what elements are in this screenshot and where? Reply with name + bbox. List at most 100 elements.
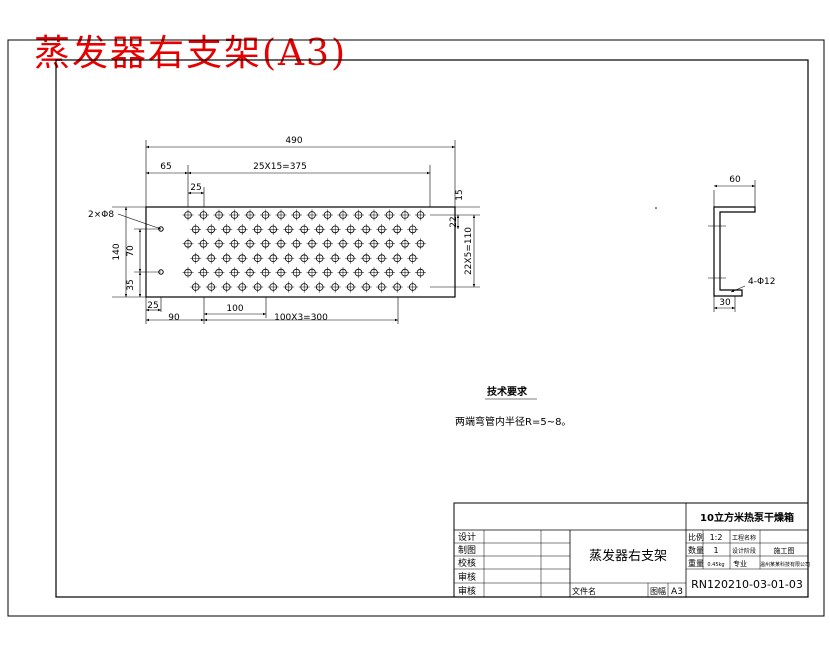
perforation-hole [345,252,357,264]
dim-row-pitch-total: 22X5=110 [464,227,474,275]
dim-bottom-margin: 25 [147,301,158,311]
perforation-hole [229,209,240,221]
inner-frame [55,59,809,598]
perforation-hole [205,223,217,235]
perforation-hole [353,267,364,279]
perforation-hole [244,238,256,250]
perforation-hole [368,267,380,279]
perforation-hole [190,223,202,235]
perforation-hole [236,223,248,235]
project-name: 10立方米热泵干燥箱 [700,511,794,524]
drawing-number: RN120210-03-01-03 [691,578,803,591]
perforation-hole [182,238,194,250]
side-view: 60 4-Φ12 30 [708,175,776,312]
dim-inner-height: 70 [126,245,136,257]
perforation-hole [384,209,395,221]
perforation-hole [267,252,279,264]
callout-2-holes: 2×Φ8 [88,210,114,220]
perforation-hole [314,252,326,264]
perforation-hole [298,281,310,293]
role-design: 设计 [458,531,476,543]
perforation-hole [353,238,364,250]
notes-line-1: 两端弯管内半径R=5~8。 [455,415,571,428]
dim-hole-pitch: 25 [190,183,201,193]
perforation-hole [399,238,411,250]
perforation-hole [252,223,264,235]
perforation-hole [190,252,202,264]
perforation-hole [298,252,310,264]
front-view: 490 65 25X15=375 25 15 22 22X5=110 140 7… [88,136,480,324]
perforation-hole [391,223,403,235]
perforation-hole [205,281,217,293]
perforation-hole [275,209,287,221]
title-block [453,502,809,598]
perforation-hole [306,209,318,221]
perforation-hole [329,252,341,264]
perforation-hole [244,267,256,279]
perforation-hole [399,209,411,221]
perforation-hole [314,223,326,235]
perforation-hole [260,267,271,279]
perforation-hole [306,267,318,279]
perforation-hole [229,267,240,279]
perforation-hole [407,252,419,264]
perforation-hole [329,223,341,235]
perforation-hole [345,281,357,293]
perforation-hole [267,223,279,235]
perforation-hole [198,209,209,221]
perforation-hole [360,223,372,235]
perforation-hole [407,223,419,235]
perforation-hole [391,252,403,264]
perforation-hole [376,252,388,264]
file-label: 文件名 [572,586,596,596]
perforation-hole [314,281,326,293]
qty-value: 1 [713,546,718,555]
weight-value: 0.45kg [707,562,724,568]
design-stage-label: 设计阶段 [732,547,756,555]
design-stage-value: 施工图 [774,546,795,555]
hole-array [182,209,426,293]
perforation-hole [368,238,380,250]
perforation-hole [407,281,419,293]
perforation-hole [236,281,248,293]
perforation-hole [337,267,349,279]
perforation-hole [415,209,426,221]
perforation-hole [190,281,202,293]
perforation-hole [260,238,271,250]
perforation-hole [291,238,302,250]
role-approve: 审核 [458,585,476,597]
outer-frame [7,39,825,617]
company-name: 温州某某科技有限公司 [760,561,810,568]
perforation-hole [337,238,349,250]
perforation-hole [275,267,287,279]
perforation-hole [205,252,217,264]
qty-label: 数量 [688,545,704,555]
bracket-profile [713,206,756,297]
perforation-hole [345,223,357,235]
perforation-hole [368,209,380,221]
perforation-hole [244,209,256,221]
perforation-hole [221,252,233,264]
dim-row-pitch: 22 [449,216,459,227]
role-check: 校核 [458,557,476,569]
dim-overall-length: 490 [285,136,302,146]
perforation-hole [182,267,194,279]
dim-left-offset: 65 [160,162,171,172]
perforation-hole [291,209,302,221]
notes-heading: 技术要求 [487,385,528,398]
perforation-hole [391,281,403,293]
sheet-value: A3 [671,587,683,597]
perforation-hole [322,267,333,279]
perforation-hole [376,281,388,293]
dim-left-bottom: 90 [168,313,180,323]
perforation-hole [213,238,225,250]
sheet-label: 图幅 [650,586,666,596]
perforation-hole [221,281,233,293]
perforation-hole [399,267,411,279]
perforation-hole [283,252,295,264]
perforation-hole [283,223,295,235]
dim-bottom-offset: 35 [126,279,136,290]
side-hole-callout: 4-Φ12 [748,277,776,287]
plate-outline [145,206,456,298]
